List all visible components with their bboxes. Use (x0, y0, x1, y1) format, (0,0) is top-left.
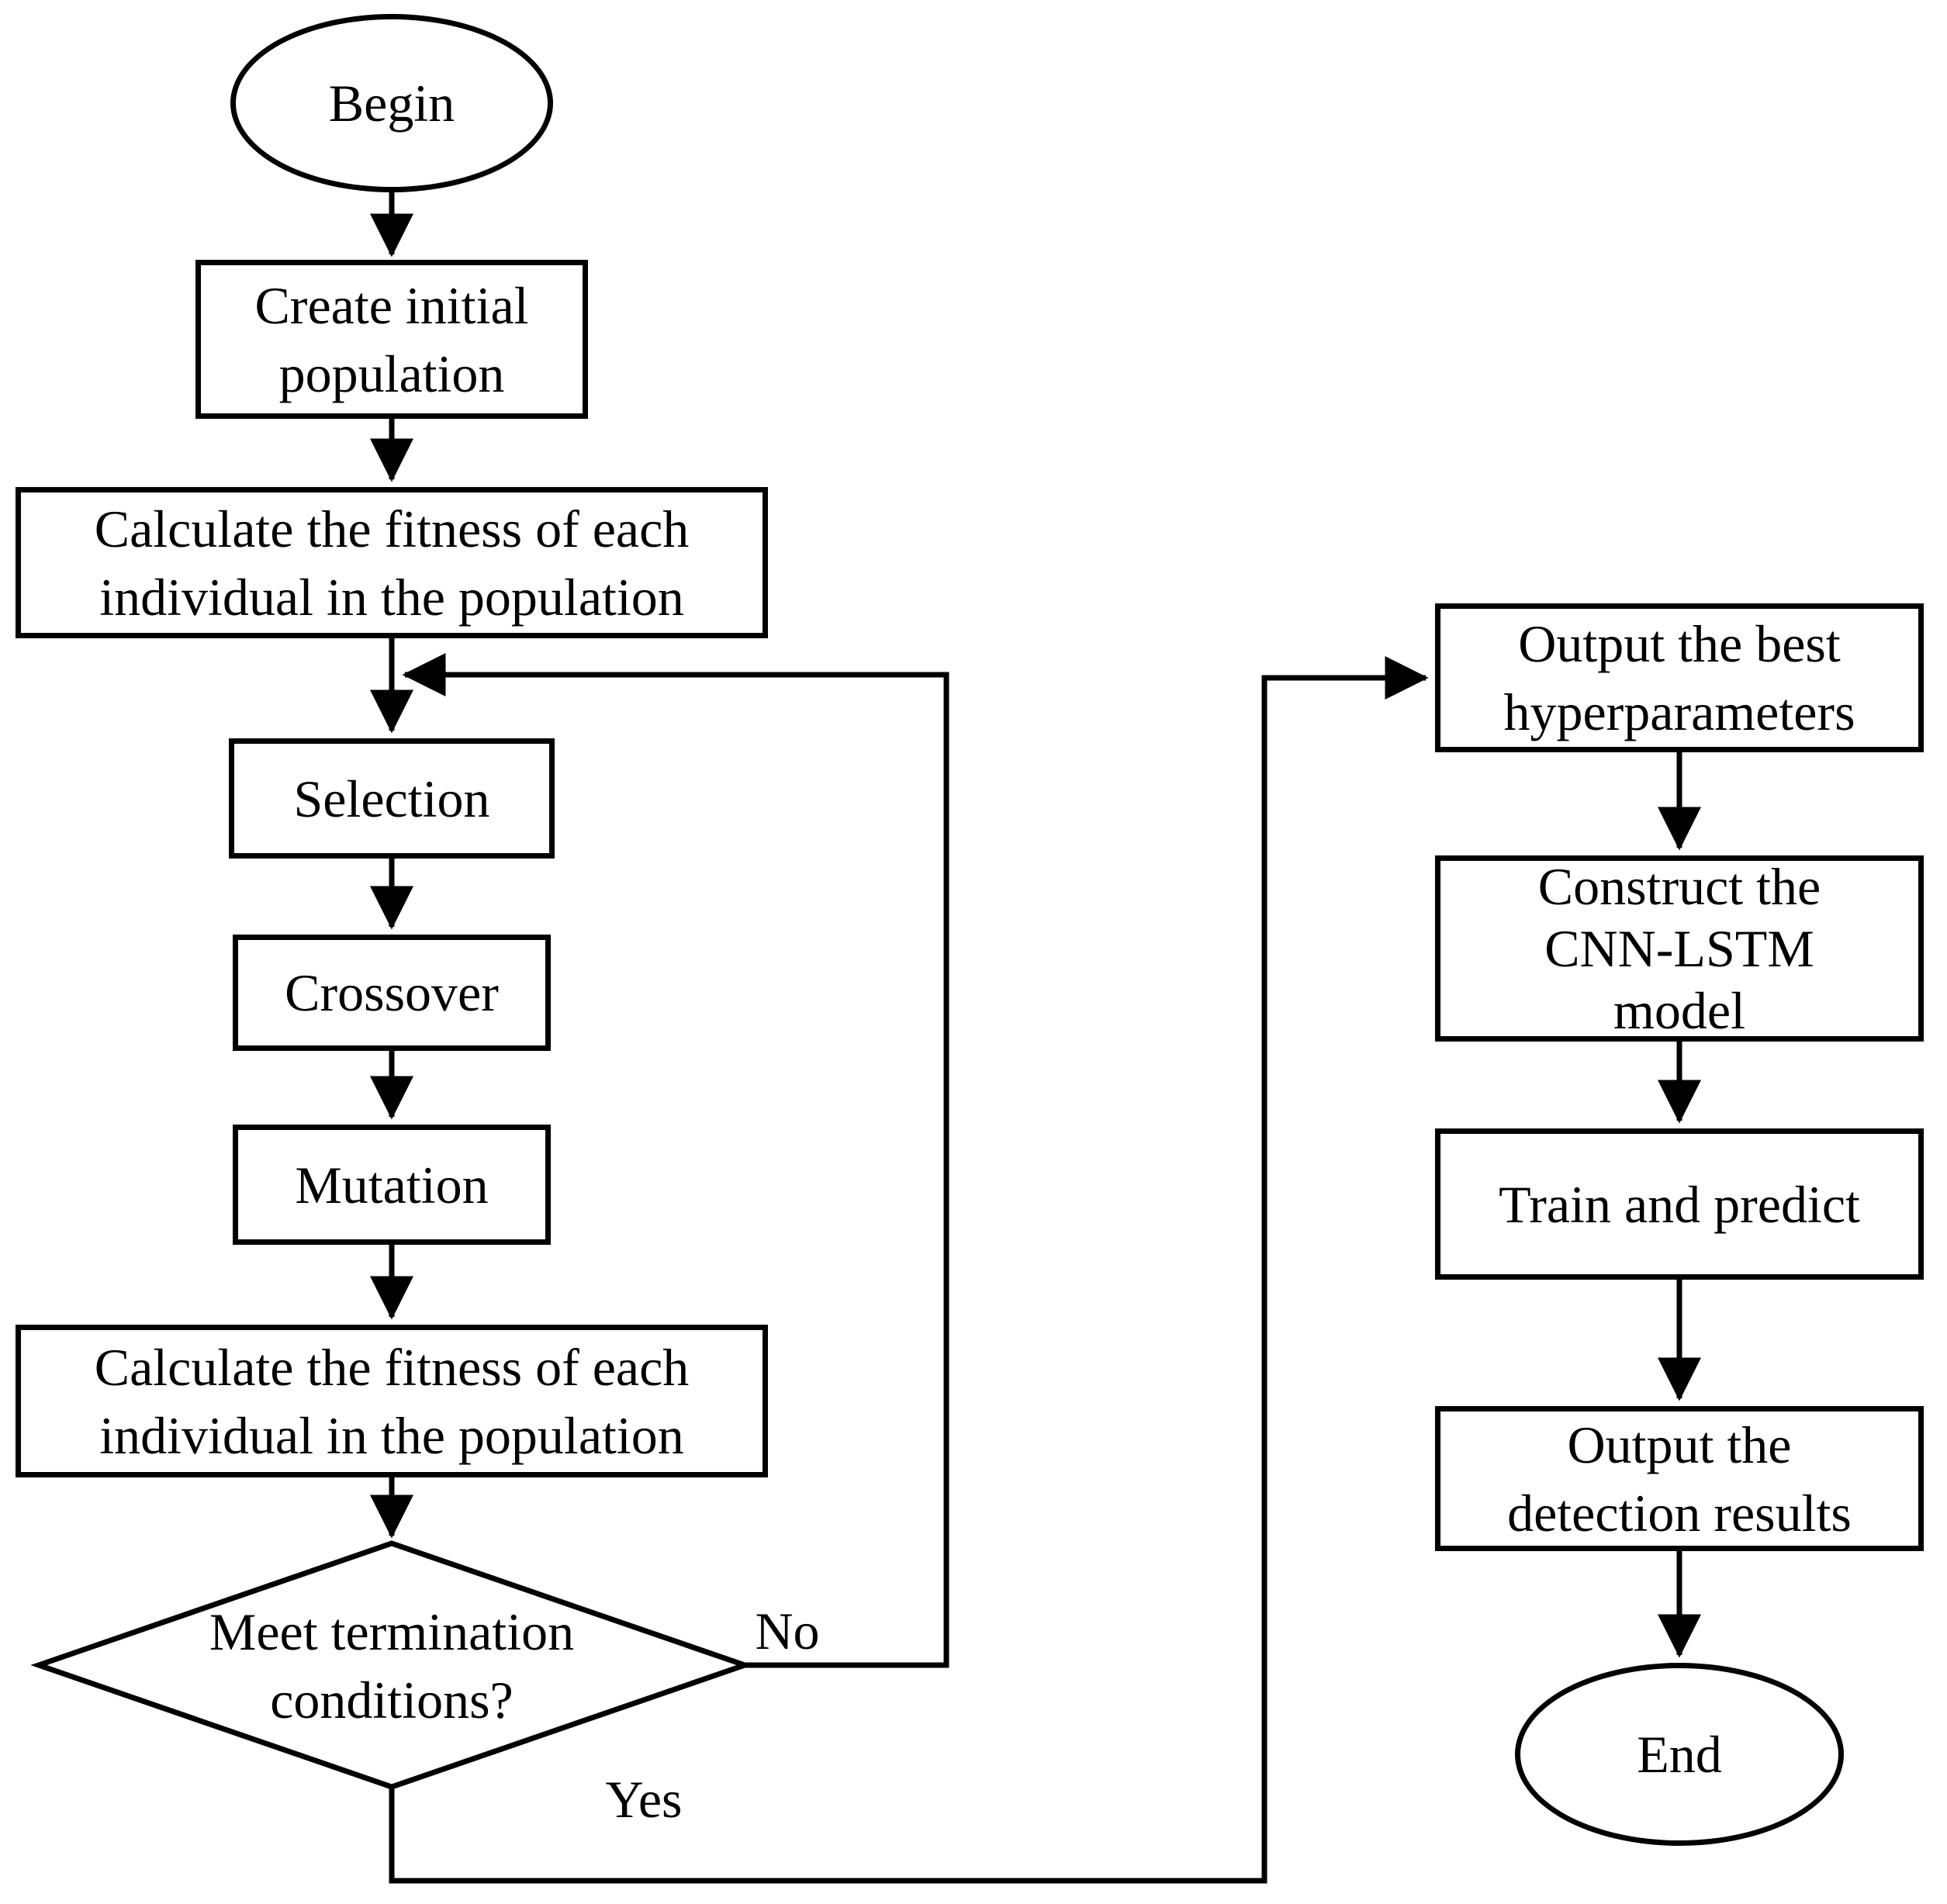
begin-terminator: Begin (230, 14, 553, 192)
edge-no-feedback-loop (402, 653, 949, 1668)
output-detection-results-step: Output the detection results (1435, 1406, 1924, 1551)
selection-step: Selection (229, 738, 555, 859)
no-branch-label: No (755, 1602, 820, 1660)
mutation-step: Mutation (233, 1125, 551, 1245)
crossover-step: Crossover (233, 935, 551, 1051)
end-terminator: End (1515, 1663, 1844, 1846)
termination-decision-label: Meet termination conditions? (209, 1602, 575, 1729)
yes-branch-label: Yes (605, 1770, 683, 1829)
edge-yes-to-output-hyperparameters (389, 656, 1429, 1884)
output-best-hyperparameters-step: Output the best hyperparameters (1435, 603, 1924, 752)
train-and-predict-step: Train and predict (1435, 1128, 1924, 1280)
calculate-fitness-step-2: Calculate the fitness of each individual… (16, 1325, 768, 1477)
calculate-fitness-step-1: Calculate the fitness of each individual… (16, 487, 768, 638)
create-initial-population-step: Create initial population (195, 260, 588, 419)
construct-cnn-lstm-model-step: Construct the CNN-LSTM model (1435, 855, 1924, 1042)
